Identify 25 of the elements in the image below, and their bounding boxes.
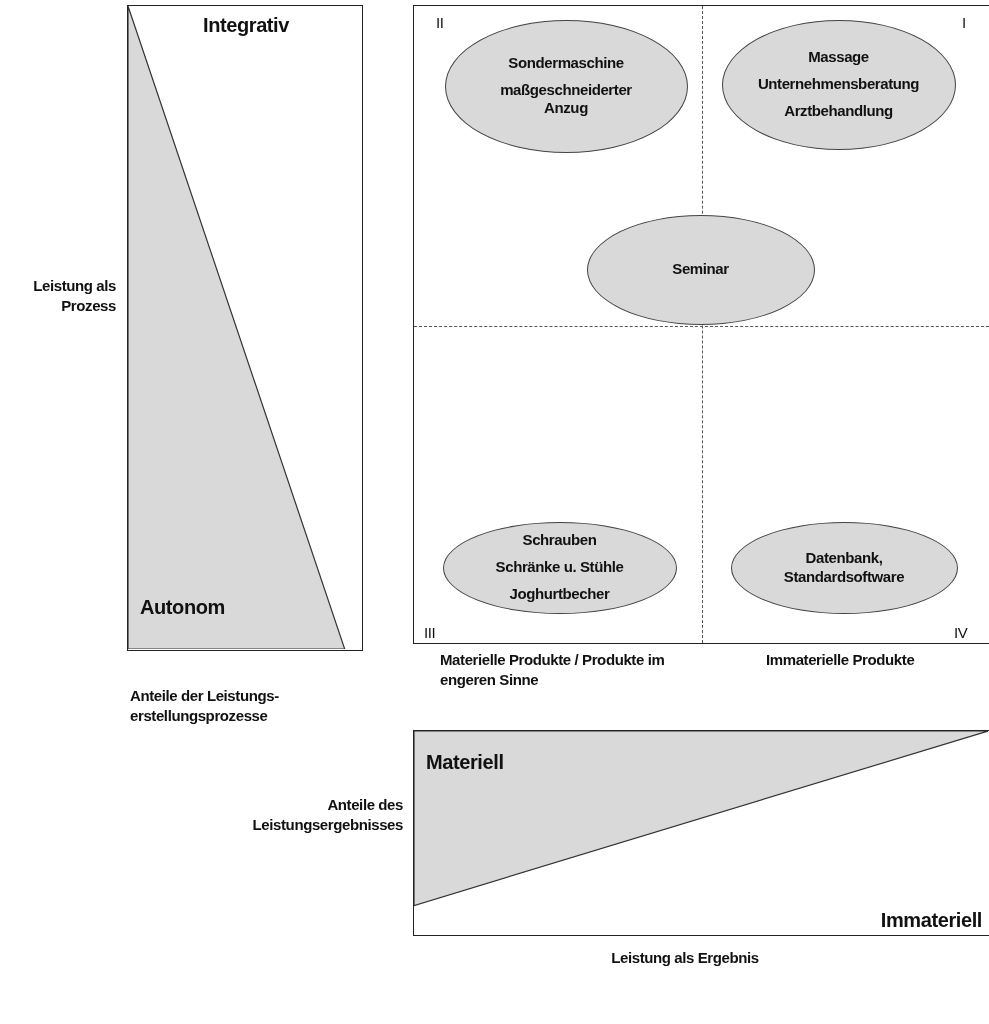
node-text: Sondermaschine [508, 53, 624, 73]
axis-label: Materielle Produkte / Produkte im engeren Sinne [440, 650, 666, 689]
node-text: Schränke u. Stühle [495, 558, 624, 577]
node-text: Massage [808, 48, 869, 68]
axis-pole-label: Integrativ [202, 14, 290, 37]
node-text: Joghurtbecher [509, 584, 610, 604]
axis-label: Leistung als Prozess [32, 276, 116, 315]
axis-label: Anteile des Leistungsergebnisses [251, 795, 403, 834]
node-text: Schrauben [522, 531, 597, 551]
quadrant-numeral: II [436, 14, 445, 31]
axis-label: Leistung als Ergebnis [610, 948, 760, 968]
node-text: Seminar [672, 260, 729, 279]
axis-pole-label: Materiell [426, 751, 505, 774]
diagram-frame [413, 5, 989, 644]
node-text: Datenbank, Standardsoftware [782, 548, 906, 587]
axis-label: Anteile der Leistungs- erstellungsprozesse [130, 686, 280, 725]
quadrant-numeral: I [962, 14, 967, 31]
quadrant-numeral: IV [954, 624, 969, 641]
node-text: Arztbehandlung [784, 101, 893, 121]
axis-label: Immaterielle Produkte [766, 650, 916, 670]
node-text: maßgeschneiderter Anzug [499, 80, 633, 119]
node-text: Unternehmensberatung [757, 75, 920, 94]
quadrant-numeral: III [424, 624, 437, 641]
axis-pole-label: Immateriell [879, 909, 982, 932]
axis-pole-label: Autonom [140, 596, 226, 619]
